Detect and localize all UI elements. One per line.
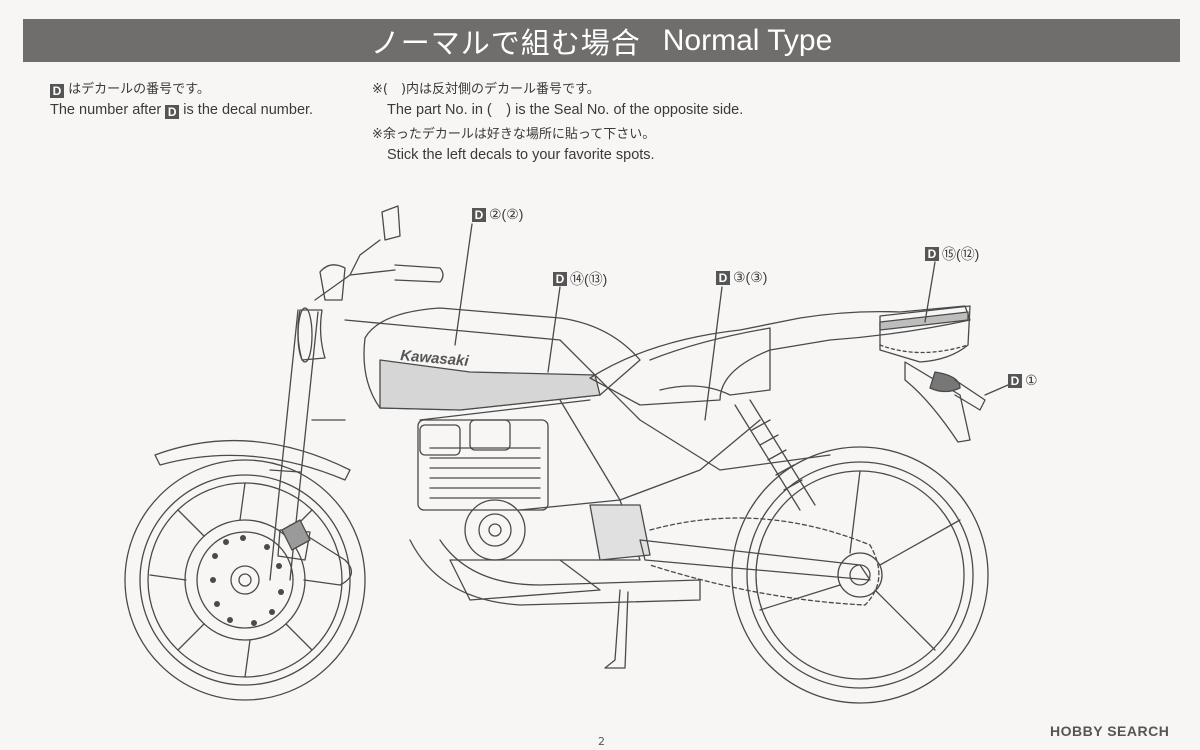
leader-tail-stripe <box>924 261 936 323</box>
exhaust <box>409 539 701 606</box>
decal-marker-icon: D <box>50 84 64 98</box>
rear-wheel <box>731 446 989 704</box>
callout-frame: D ③(③) <box>716 269 767 286</box>
callout-frame-number: ③(③) <box>733 269 768 285</box>
callout-rear-fender: D ① <box>1008 372 1038 389</box>
swingarm <box>639 539 871 581</box>
fuel-tank <box>363 307 641 411</box>
seat <box>589 305 971 406</box>
leader-rear-fender <box>984 384 1009 396</box>
opposite-side-note: ※( )内は反対側のデカール番号です。 The part No. in ( ) … <box>372 80 743 120</box>
tank-logo: Kawasaki <box>400 347 470 370</box>
legend-jp: はデカールの番号です。 <box>68 82 210 97</box>
front-fender <box>154 439 351 481</box>
legend-en-pre: The number after <box>50 102 162 118</box>
decal-marker-icon: D <box>472 207 486 222</box>
callout-tank-stripe-number: ⑭(⑬) <box>570 271 608 287</box>
front-rotor-holes <box>210 535 284 626</box>
legend-en-post: is the decal number. <box>183 102 314 118</box>
brake-line <box>289 524 352 586</box>
leader-frame <box>704 286 723 421</box>
engine <box>417 419 651 601</box>
callout-tank-side: D ②(②) <box>472 206 523 223</box>
page-number: 2 <box>598 735 605 748</box>
leftover-decal-note: ※余ったデカールは好きな場所に貼って下さい。 Stick the left de… <box>372 125 655 165</box>
leftover-en: Stick the left decals to your favorite s… <box>387 147 655 163</box>
leftover-jp: ※余ったデカールは好きな場所に貼って下さい。 <box>372 127 656 142</box>
callout-rear-fender-number: ① <box>1025 372 1038 388</box>
callout-tank-stripe: D ⑭(⑬) <box>553 269 607 289</box>
opposite-side-en: The part No. in ( ) is the Seal No. of t… <box>387 102 744 118</box>
decal-marker-icon: D <box>165 105 180 119</box>
leader-tank-stripe <box>547 286 561 373</box>
decal-legend-note: D はデカールの番号です。 The number after D is the … <box>50 80 313 120</box>
rear-fender <box>904 361 971 443</box>
section-title-bar: ノーマルで組む場合 Normal Type <box>23 19 1180 62</box>
decal-marker-icon: D <box>716 270 730 285</box>
opposite-side-jp: ※( )内は反対側のデカール番号です。 <box>372 82 600 97</box>
front-wheel <box>124 459 366 701</box>
title-english: Normal Type <box>662 23 833 57</box>
callout-tail-stripe-number: ⑮(⑫) <box>942 246 980 262</box>
title-japanese: ノーマルで組む場合 <box>370 25 641 60</box>
tail-cowl <box>879 305 971 363</box>
frame <box>344 319 831 501</box>
decal-marker-icon: D <box>925 247 939 261</box>
callout-tail-stripe: D ⑮(⑫) <box>925 244 979 264</box>
leader-tank-side <box>454 223 473 346</box>
callout-tank-side-number: ②(②) <box>489 206 524 222</box>
decal-marker-icon: D <box>553 272 567 286</box>
side-stand <box>604 589 629 669</box>
watermark: HOBBY SEARCH <box>1050 723 1170 739</box>
decal-marker-icon: D <box>1008 373 1022 388</box>
rear-shock <box>734 399 816 511</box>
